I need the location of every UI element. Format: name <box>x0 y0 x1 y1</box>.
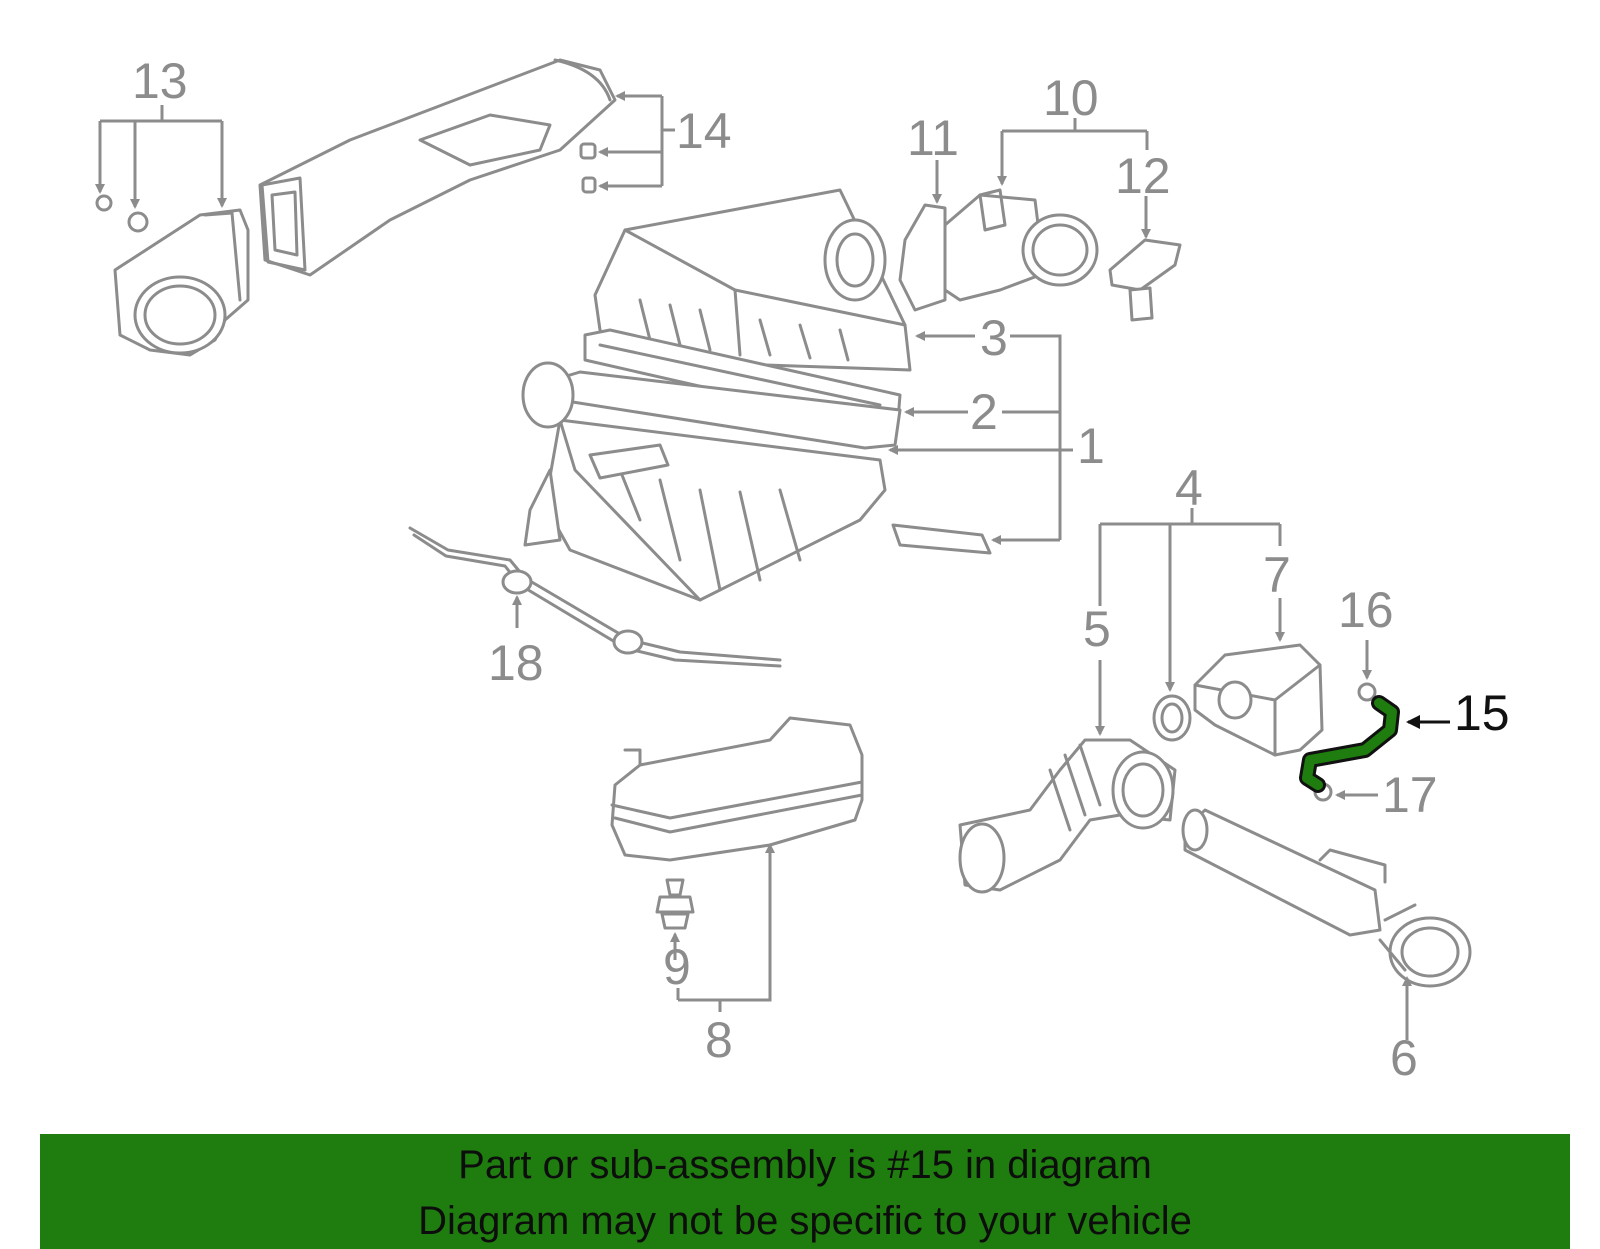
callout-8: 8 <box>705 1012 733 1068</box>
callout-17: 17 <box>1382 767 1438 823</box>
leader-lines <box>95 91 1450 1040</box>
callout-16: 16 <box>1338 582 1394 638</box>
callout-6: 6 <box>1390 1030 1418 1086</box>
part-intake-duct <box>258 58 617 277</box>
callout-2: 2 <box>970 384 998 440</box>
part-9-mount <box>655 878 695 930</box>
callout-12: 12 <box>1115 148 1171 204</box>
callout-1: 1 <box>1077 418 1105 474</box>
callout-14: 14 <box>676 103 732 159</box>
part-15-hose-highlighted[interactable] <box>1299 695 1400 793</box>
callout-15[interactable]: 15 <box>1454 685 1510 741</box>
callout-13: 13 <box>132 53 188 109</box>
part-16-clip <box>1357 682 1377 702</box>
part-5-intake-hose <box>958 738 1177 894</box>
part-clamp <box>1152 694 1192 742</box>
part-13-intake-flange <box>95 194 250 357</box>
banner-line-disclaimer: Diagram may not be specific to your vehi… <box>418 1199 1192 1243</box>
part-18-rod <box>408 526 782 668</box>
info-banner: Part or sub-assembly is #15 in diagram D… <box>40 1134 1570 1249</box>
callout-3: 3 <box>980 310 1008 366</box>
callout-labels: 1 2 3 4 5 6 7 8 9 10 11 12 13 14 15 16 1… <box>132 53 1510 1086</box>
callout-18: 18 <box>488 635 544 691</box>
part-3-cleaner-cap <box>593 188 912 372</box>
banner-line-part: Part or sub-assembly is #15 in diagram <box>458 1143 1152 1187</box>
part-1-cleaner-case <box>521 361 992 602</box>
callout-7: 7 <box>1263 547 1291 603</box>
part-10-11-airflow-meter <box>898 188 1099 312</box>
part-6-pipe <box>1181 808 1472 988</box>
callout-4: 4 <box>1175 460 1203 516</box>
callout-10: 10 <box>1043 70 1099 126</box>
part-12-sensor <box>1108 238 1182 322</box>
part-2-filter-element <box>558 328 902 450</box>
part-7-box <box>1193 643 1324 757</box>
callout-9: 9 <box>663 939 691 995</box>
callout-11: 11 <box>907 110 959 166</box>
callout-5: 5 <box>1083 601 1111 657</box>
part-8-resonator <box>610 716 864 862</box>
